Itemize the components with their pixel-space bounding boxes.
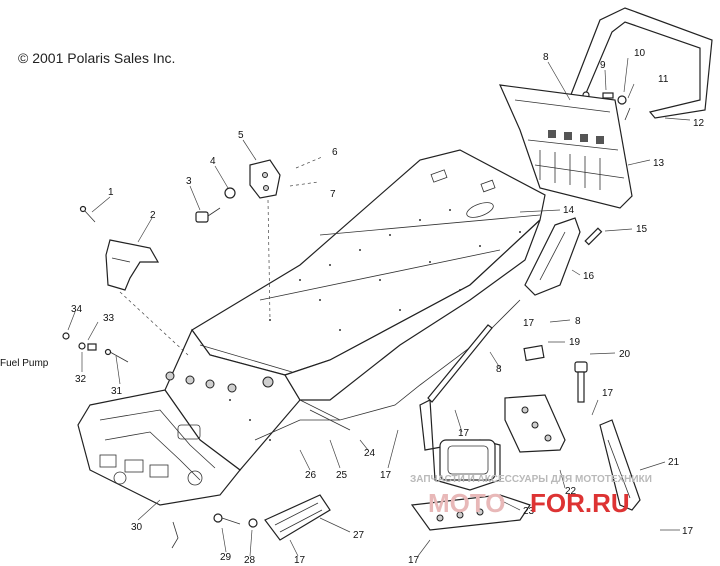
part-15-clip <box>584 227 603 246</box>
callout-22: 22 <box>565 486 577 497</box>
callout-12: 12 <box>693 118 705 129</box>
callout-17-a: 17 <box>523 318 535 329</box>
part-4-nut <box>224 187 236 199</box>
callout-23: 23 <box>523 506 535 517</box>
callout-8-top: 8 <box>543 52 549 63</box>
part-31-34-fuel-pump-fasteners <box>62 332 129 363</box>
callout-8-low: 8 <box>496 364 502 375</box>
callout-8-mid: 8 <box>575 316 581 327</box>
callout-6: 6 <box>332 147 338 158</box>
part-16-running-board-extension <box>524 217 581 296</box>
callout-3: 3 <box>186 176 192 187</box>
watermark-logo-b: FOR.RU <box>530 488 630 518</box>
callout-17-f: 17 <box>294 555 306 566</box>
callout-17-g: 17 <box>408 555 420 566</box>
callout-20: 20 <box>619 349 631 360</box>
callout-7: 7 <box>330 189 336 200</box>
callout-32: 32 <box>75 374 87 385</box>
callout-1: 1 <box>108 187 114 198</box>
callout-24: 24 <box>364 448 376 459</box>
callout-17-c: 17 <box>458 428 470 439</box>
part-8-trim-strip <box>427 324 493 403</box>
part-6-7-rivets <box>289 156 323 187</box>
callout-17-d: 17 <box>682 526 694 537</box>
callout-17-b: 17 <box>602 388 614 399</box>
part-20-shaft <box>574 361 588 403</box>
fuel-pump-label: Fuel Pump <box>0 358 49 369</box>
callout-5: 5 <box>238 130 244 141</box>
callout-31: 31 <box>111 386 123 397</box>
part-27-skid-plate <box>264 494 331 541</box>
copyright-notice: © 2001 Polaris Sales Inc. <box>18 50 176 66</box>
callout-14: 14 <box>563 205 575 216</box>
callout-21: 21 <box>668 457 680 468</box>
callout-30: 30 <box>131 522 143 533</box>
callout-numbers: 1 2 3 4 5 6 7 8 9 10 11 12 13 14 15 16 1… <box>0 48 705 566</box>
part-21-rear-support <box>599 419 641 511</box>
callout-34: 34 <box>71 304 83 315</box>
callout-25: 25 <box>336 470 348 481</box>
callout-11: 11 <box>658 74 669 85</box>
callout-26-a: 26 <box>305 470 317 481</box>
callout-29: 29 <box>220 552 232 563</box>
callout-17-e: 17 <box>380 470 392 481</box>
part-28-29-30-fasteners <box>171 513 258 549</box>
part-22-side-bracket <box>504 394 566 453</box>
callout-4: 4 <box>210 156 216 167</box>
part-19-block <box>523 344 545 362</box>
leader-lines <box>67 57 691 557</box>
part-2-bracket <box>105 239 160 291</box>
watermark: ЗАПЧАСТИ И АКСЕССУАРЫ ДЛЯ МОТОТЕХНИКИ MO… <box>410 474 652 518</box>
callout-28: 28 <box>244 555 256 566</box>
callout-16: 16 <box>583 271 595 282</box>
chassis-tunnel <box>77 149 546 506</box>
callout-10: 10 <box>634 48 646 59</box>
part-23-side-plate <box>410 399 531 531</box>
callout-19: 19 <box>569 337 581 348</box>
callout-27: 27 <box>353 530 365 541</box>
callout-2: 2 <box>150 210 156 221</box>
callout-9: 9 <box>600 60 606 71</box>
part-1-screw <box>79 205 96 223</box>
callout-33: 33 <box>103 313 115 324</box>
part-8-9-10-11-fasteners <box>582 91 631 121</box>
part-13-rear-flap <box>499 84 633 209</box>
watermark-logo-a: MOTO <box>428 488 506 518</box>
callout-15: 15 <box>636 224 648 235</box>
part-5-mount-bracket <box>249 159 281 199</box>
callout-13: 13 <box>653 158 665 169</box>
part-3-bolt <box>195 207 221 223</box>
watermark-tagline: ЗАПЧАСТИ И АКСЕССУАРЫ ДЛЯ МОТОТЕХНИКИ <box>410 474 652 485</box>
